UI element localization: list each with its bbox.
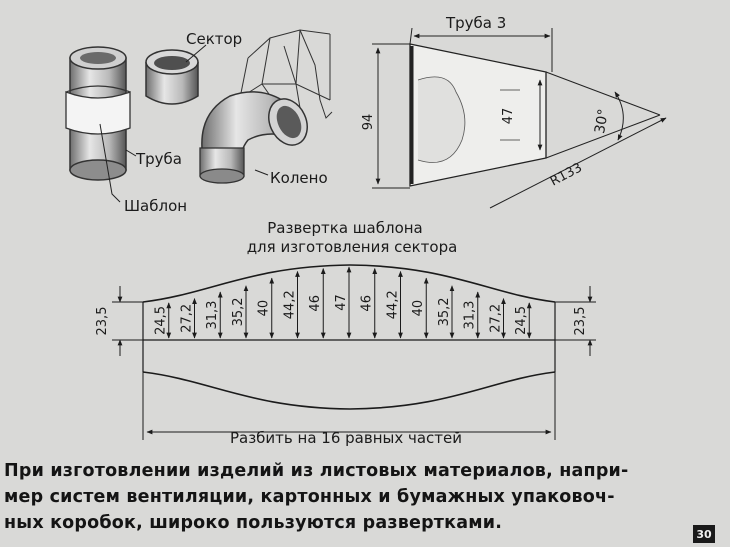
label-sector: Сектор	[186, 30, 242, 48]
label-pipe3: Труба 3	[445, 14, 506, 32]
sector-ring-drawing	[145, 49, 199, 105]
development-dimension-lines	[166, 266, 532, 339]
dimension-94: 94	[361, 114, 376, 131]
development-height-label-11: 40	[411, 300, 426, 317]
development-title-line1: Развертка шаблона	[267, 219, 423, 237]
label-elbow: Колено	[270, 169, 328, 187]
development-height-label-8: 47	[334, 294, 349, 311]
development-height-label-10: 44,2	[386, 290, 401, 319]
caption-line-3: ных коробок, широко пользуются развертка…	[4, 513, 503, 533]
development-height-label-14: 27,2	[489, 304, 504, 333]
elbow-construction-wireframe	[239, 29, 333, 119]
outer-dimension-right	[555, 286, 596, 356]
overall-length-dimension	[142, 372, 556, 440]
pipe-with-template-drawing	[65, 46, 131, 181]
development-height-label-2: 27,2	[180, 304, 195, 333]
page-number-badge: 30	[693, 525, 715, 543]
elbow-drawing	[199, 91, 308, 184]
development-height-label-6: 44,2	[283, 290, 298, 319]
dimension-47: 47	[501, 108, 516, 125]
divide-note: Разбить на 16 равных частей	[230, 429, 462, 447]
development-height-label-5: 40	[257, 300, 272, 317]
development-outline	[142, 264, 556, 410]
label-pipe: Труба	[135, 150, 182, 168]
development-height-label-1: 24,5	[154, 306, 169, 335]
angle-30-label: 30°	[592, 108, 612, 135]
development-height-label-7: 46	[308, 295, 323, 312]
caption-line-1: При изготовлении изделий из листовых мат…	[4, 461, 629, 481]
development-dimension-labels: 23,5 24,5 27,2 31,3 35,2 40 44,2 46 47 46 44,2 40 35…	[95, 290, 588, 335]
development-title-line2: для изготовления сектора	[247, 238, 458, 256]
development-height-label-9: 46	[360, 295, 375, 312]
leader-lines	[99, 44, 269, 203]
label-template: Шаблон	[124, 197, 187, 215]
radius-r133-label: R133	[548, 160, 585, 189]
development-height-label-3: 31,3	[205, 301, 220, 330]
development-height-label-4: 35,2	[231, 297, 246, 326]
development-height-label-13: 31,3	[463, 301, 478, 330]
development-height-label-15: 24,5	[514, 306, 529, 335]
pipe3-cone-drawing	[372, 27, 667, 209]
development-height-label-16: 23,5	[573, 307, 588, 336]
caption-paragraph: При изготовлении изделий из листовых мат…	[4, 458, 694, 536]
development-height-label-0: 23,5	[95, 307, 110, 336]
development-height-label-12: 35,2	[437, 297, 452, 326]
outer-dimension-left	[112, 286, 143, 356]
caption-line-2: мер систем вентиляции, картонных и бумаж…	[4, 487, 615, 507]
